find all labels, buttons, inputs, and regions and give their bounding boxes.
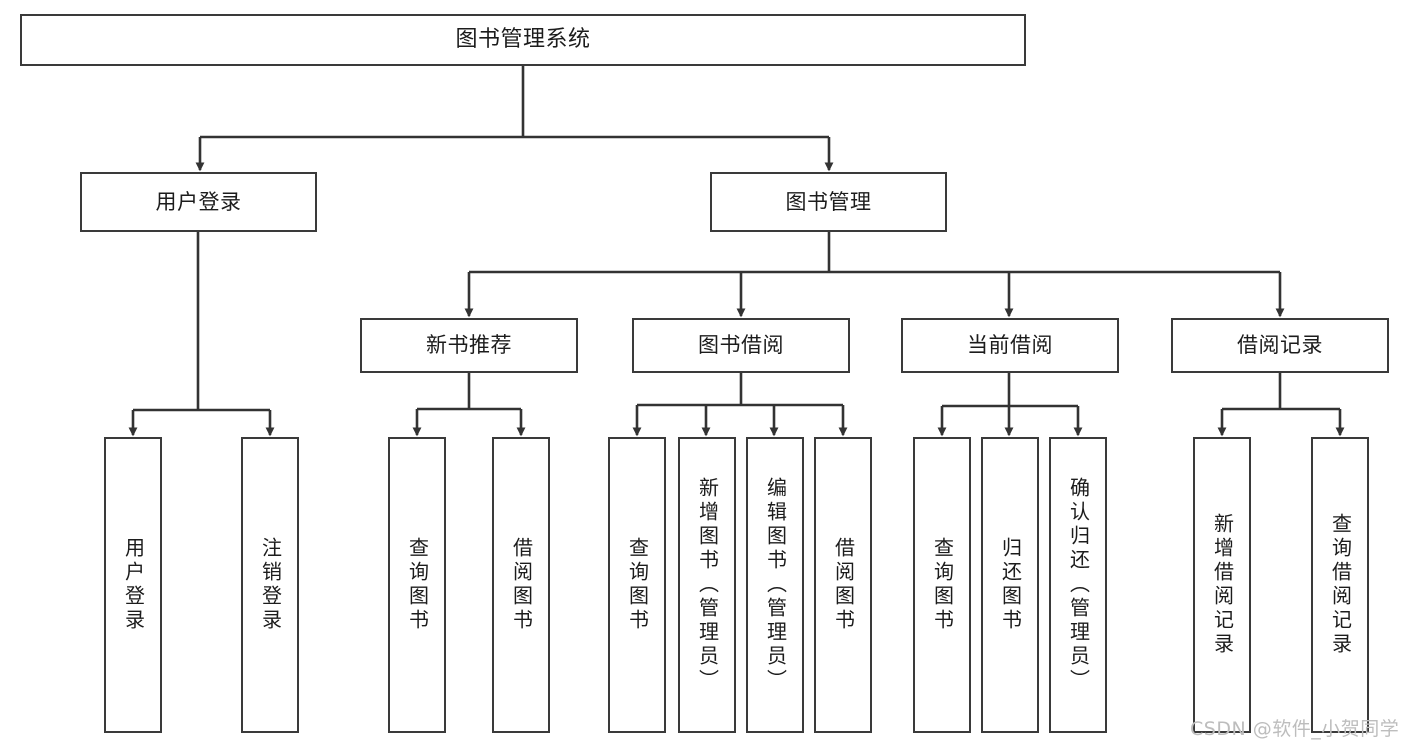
node-root-system[interactable]: 图书管理系统 [20, 14, 1026, 66]
node-label: 编辑图书（管理员） [763, 477, 788, 693]
leaf-borrow-record-query-record[interactable]: 查询借阅记录 [1311, 437, 1369, 733]
node-label: 借阅记录 [1237, 333, 1323, 358]
leaf-book-borrow-edit-book-admin[interactable]: 编辑图书（管理员） [746, 437, 804, 733]
node-label: 用户登录 [155, 189, 242, 214]
node-label: 查询图书 [625, 537, 650, 633]
leaf-user-login-logout[interactable]: 注销登录 [241, 437, 299, 733]
node-book-borrow[interactable]: 图书借阅 [632, 318, 850, 373]
node-new-book-recommend[interactable]: 新书推荐 [360, 318, 578, 373]
node-label: 借阅图书 [509, 537, 534, 633]
node-book-management[interactable]: 图书管理 [710, 172, 947, 232]
node-label: 借阅图书 [831, 537, 856, 633]
node-label: 注销登录 [258, 537, 283, 633]
leaf-book-borrow-borrow-book[interactable]: 借阅图书 [814, 437, 872, 733]
node-label: 确认归还（管理员） [1066, 477, 1091, 693]
node-current-borrow[interactable]: 当前借阅 [901, 318, 1119, 373]
node-label: 图书借阅 [698, 333, 784, 358]
node-label: 新增图书（管理员） [695, 477, 720, 693]
node-label: 用户登录 [121, 537, 146, 633]
node-label: 新增借阅记录 [1210, 513, 1235, 657]
node-label: 查询图书 [405, 537, 430, 633]
node-borrow-record[interactable]: 借阅记录 [1171, 318, 1389, 373]
node-label: 查询图书 [930, 537, 955, 633]
node-label: 查询借阅记录 [1328, 513, 1353, 657]
leaf-user-login-login[interactable]: 用户登录 [104, 437, 162, 733]
node-label: 当前借阅 [967, 333, 1053, 358]
leaf-borrow-record-add-record[interactable]: 新增借阅记录 [1193, 437, 1251, 733]
node-label: 图书管理系统 [455, 27, 591, 53]
leaf-book-borrow-add-book-admin[interactable]: 新增图书（管理员） [678, 437, 736, 733]
leaf-new-book-borrow-book[interactable]: 借阅图书 [492, 437, 550, 733]
node-label: 归还图书 [998, 537, 1023, 633]
leaf-current-borrow-confirm-return-admin[interactable]: 确认归还（管理员） [1049, 437, 1107, 733]
node-label: 新书推荐 [426, 333, 512, 358]
csdn-watermark: CSDN @软件_小贺同学 [1190, 718, 1400, 740]
leaf-current-borrow-return-book[interactable]: 归还图书 [981, 437, 1039, 733]
leaf-current-borrow-query-book[interactable]: 查询图书 [913, 437, 971, 733]
node-label: 图书管理 [785, 189, 872, 214]
node-user-login[interactable]: 用户登录 [80, 172, 317, 232]
leaf-new-book-query-book[interactable]: 查询图书 [388, 437, 446, 733]
leaf-book-borrow-query-book[interactable]: 查询图书 [608, 437, 666, 733]
